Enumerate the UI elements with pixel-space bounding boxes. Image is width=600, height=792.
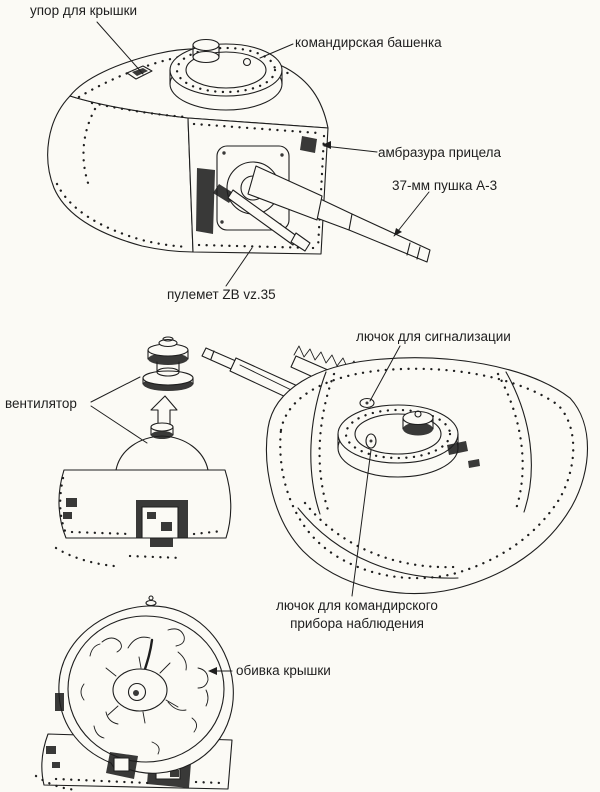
leader-lines — [90, 21, 430, 675]
label-mg-zb: пулемет ZB vz.35 — [167, 287, 276, 302]
lid-drawing — [34, 595, 234, 792]
rear-turret-drawing — [201, 345, 589, 595]
label-commander-device-hatch-line1: лючок для командирского — [276, 598, 438, 613]
label-commander-device-hatch: лючок для командирского прибора наблюден… — [252, 597, 462, 633]
label-lid-padding: обивка крышки — [236, 663, 331, 678]
label-commander-cupola: командирская башенка — [295, 35, 442, 50]
label-gun-37mm: 37-мм пушка А-3 — [392, 178, 498, 193]
label-sight-embrasure: амбразура прицела — [378, 145, 502, 160]
label-commander-device-hatch-line2: прибора наблюдения — [290, 616, 424, 632]
label-lid-stop: упор для крышки — [30, 3, 138, 18]
ventilator-drawing — [54, 336, 232, 568]
label-ventilator: вентилятор — [5, 396, 77, 411]
label-signal-hatch: лючок для сигнализации — [356, 329, 511, 344]
main-turret-drawing — [47, 38, 431, 263]
